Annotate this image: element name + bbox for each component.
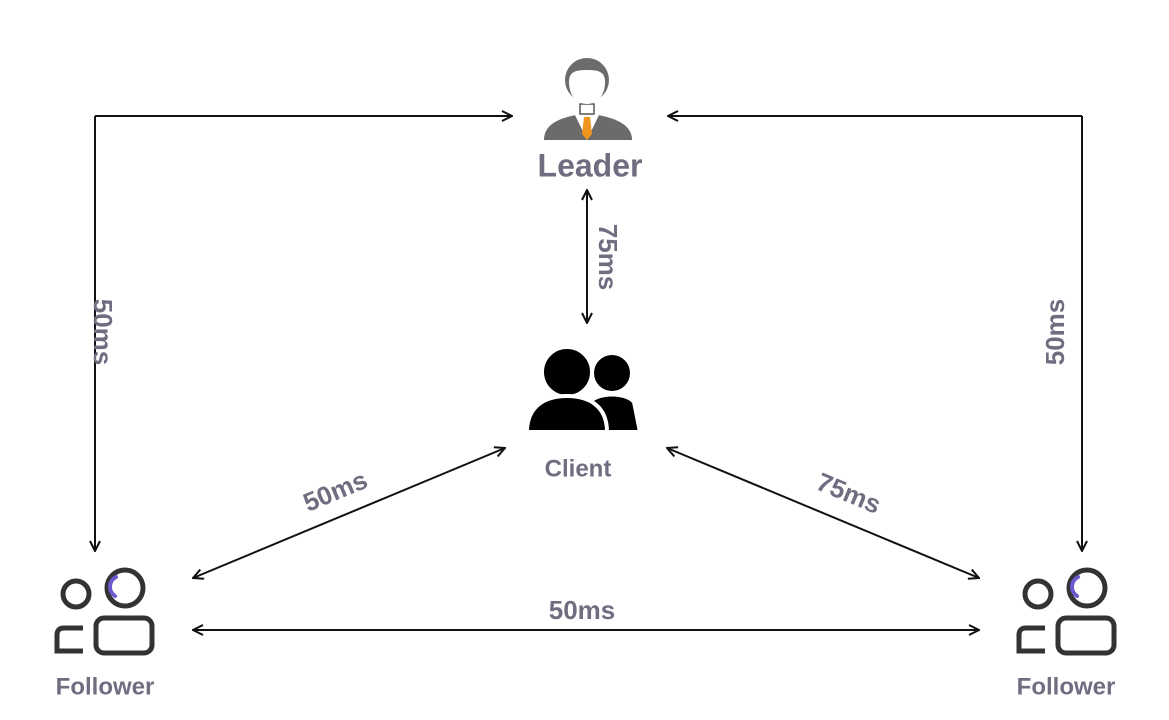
latency-label-leader-follower-right: 50ms (1040, 299, 1070, 366)
follower-right-label: Follower (1017, 673, 1116, 700)
node-client: Client (524, 345, 643, 482)
edge-client-follower-left (193, 448, 505, 578)
latency-label-follower-follower: 50ms (549, 595, 616, 625)
edge-client-follower-right (667, 448, 979, 578)
node-follower-left: Follower (54, 567, 155, 700)
node-follower-right: Follower (1016, 567, 1117, 700)
edge-leader-follower-right (668, 116, 1082, 551)
edge-leader-follower-left (95, 116, 512, 551)
node-leader: Leader (538, 58, 643, 183)
latency-label-leader-follower-left: 50ms (88, 299, 118, 366)
latency-label-client-follower-right: 75ms (812, 466, 885, 519)
users-outline-icon (1016, 567, 1117, 656)
latency-label-leader-client: 75ms (593, 224, 623, 291)
latency-label-client-follower-left: 50ms (299, 464, 372, 517)
users-icon (524, 345, 643, 434)
businessman-icon (544, 58, 632, 140)
client-label: Client (545, 455, 612, 482)
users-outline-icon (54, 567, 155, 656)
follower-left-label: Follower (56, 673, 155, 700)
leader-label: Leader (538, 147, 643, 183)
